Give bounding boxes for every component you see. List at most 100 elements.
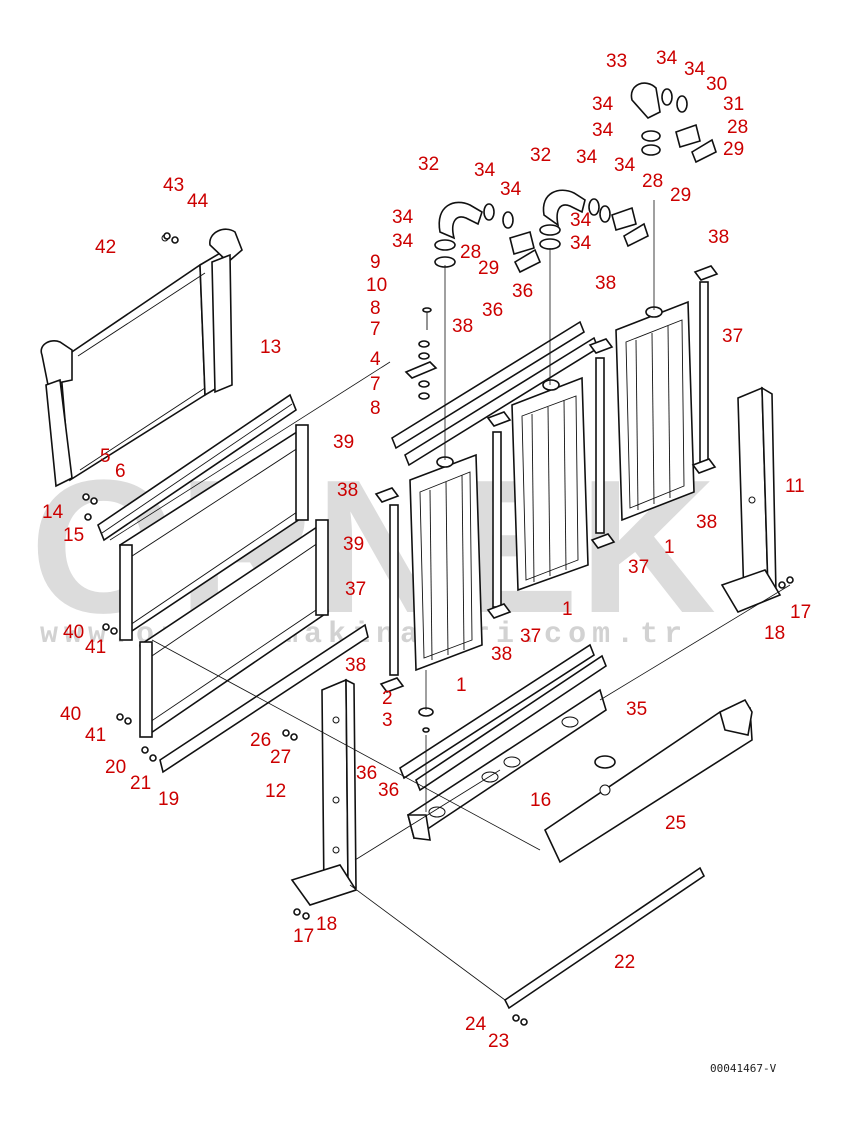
callout-7-upper: 7: [370, 319, 381, 340]
callout-32-left: 32: [418, 154, 439, 175]
hose-32-left: [434, 201, 483, 268]
callout-9: 9: [370, 252, 381, 273]
callout-1-mid: 1: [562, 599, 573, 620]
hose-33: [630, 82, 661, 156]
flange-28-29-a: [509, 230, 542, 274]
callout-44: 44: [187, 191, 209, 212]
callout-38-right: 38: [696, 512, 717, 533]
callout-36-lower-b: 36: [378, 780, 399, 801]
assembly-lines: [109, 200, 791, 1001]
callout-22: 22: [614, 952, 635, 973]
seal-37-d: [699, 281, 709, 463]
callout-34-a: 34: [474, 160, 496, 181]
flange-28-29-b: [611, 206, 649, 248]
callout-6: 6: [115, 461, 126, 482]
callout-2: 2: [382, 688, 393, 709]
callout-28-left: 28: [460, 242, 481, 263]
callout-28-mid: 28: [642, 171, 663, 192]
hardware-small: [82, 232, 794, 1026]
callout-24: 24: [465, 1014, 487, 1035]
callout-29-left: 29: [478, 258, 499, 279]
callout-38-lower-left: 38: [345, 655, 366, 676]
callout-34-g: 34: [570, 210, 592, 231]
cap-2-3: [418, 707, 434, 733]
radiator-core-1-right: [615, 300, 695, 522]
callout-28-right: 28: [727, 117, 748, 138]
callout-23: 23: [488, 1031, 509, 1052]
callout-20: 20: [105, 757, 126, 778]
seal-37-a: [389, 504, 399, 676]
callout-39-upper: 39: [333, 432, 354, 453]
cooler-39-upper: [119, 424, 309, 641]
callout-10: 10: [366, 275, 387, 296]
bolt-stack-4-10: [404, 307, 438, 400]
callout-37-left: 37: [345, 579, 366, 600]
callout-34-c: 34: [392, 207, 414, 228]
callout-34-k: 34: [592, 94, 614, 115]
callout-40-lower: 40: [60, 704, 81, 725]
callout-34-l: 34: [592, 120, 614, 141]
cooler-39-lower: [139, 519, 329, 738]
callout-41-upper: 41: [85, 637, 106, 658]
radiator-core-1-left: [409, 453, 483, 672]
callout-8-lower: 8: [370, 398, 381, 419]
callout-13: 13: [260, 337, 281, 358]
block-38-h: [691, 458, 717, 474]
callout-5: 5: [100, 446, 111, 467]
clamp-34-set: [483, 88, 688, 229]
callout-34-h: 34: [570, 233, 592, 254]
block-38-f: [590, 533, 616, 549]
block-38-c: [486, 411, 512, 427]
callout-39-lower: 39: [343, 534, 364, 555]
callout-14: 14: [42, 502, 64, 523]
block-38-d: [486, 603, 512, 619]
callout-4: 4: [370, 349, 381, 370]
block-38-e: [588, 338, 614, 354]
bar-36-upper-a: [391, 320, 585, 450]
callout-38-top-right: 38: [708, 227, 729, 248]
callout-42: 42: [95, 237, 116, 258]
bar-36-lower-a: [399, 643, 595, 780]
callout-26: 26: [250, 730, 271, 751]
callout-12: 12: [265, 781, 286, 802]
bar-36-lower-b: [415, 654, 607, 792]
callout-31: 31: [723, 94, 744, 115]
callout-18-left: 18: [316, 914, 337, 935]
bar-19: [159, 623, 369, 774]
block-38-a: [374, 487, 400, 503]
callout-37-right: 37: [628, 557, 649, 578]
callout-29-right: 29: [723, 139, 744, 160]
pillar-11: [720, 386, 782, 613]
callout-21: 21: [130, 773, 151, 794]
callout-38-left: 38: [337, 480, 358, 501]
strip-22: [503, 866, 706, 1010]
callout-17-right: 17: [790, 602, 811, 623]
callout-18-right: 18: [764, 623, 785, 644]
callout-3: 3: [382, 710, 393, 731]
seal-37-b: [492, 431, 502, 608]
bracket-13: [97, 393, 297, 542]
callout-15: 15: [63, 525, 84, 546]
callout-11: 11: [785, 476, 805, 497]
callout-27: 27: [270, 747, 291, 768]
callout-17-left: 17: [293, 926, 314, 947]
callout-41-lower: 41: [85, 725, 106, 746]
callout-34-i: 34: [656, 48, 678, 69]
callout-34-e: 34: [576, 147, 598, 168]
callout-38-lower-mid: 38: [491, 644, 512, 665]
callout-19: 19: [158, 789, 179, 810]
callout-34-d: 34: [392, 231, 414, 252]
block-38-b: [379, 677, 405, 693]
callout-34-j: 34: [684, 59, 706, 80]
callout-29-mid: 29: [670, 185, 691, 206]
seal-37-c: [595, 357, 605, 534]
callout-43: 43: [163, 175, 184, 196]
callout-25: 25: [665, 813, 686, 834]
callout-36-upper-b: 36: [482, 300, 503, 321]
callout-1-right: 1: [664, 537, 675, 558]
callout-36-upper-a: 36: [512, 281, 533, 302]
radiator-core-1-middle: [511, 376, 589, 592]
flange-28-29-c: [675, 123, 717, 164]
callout-38-top-mid: 38: [595, 273, 616, 294]
